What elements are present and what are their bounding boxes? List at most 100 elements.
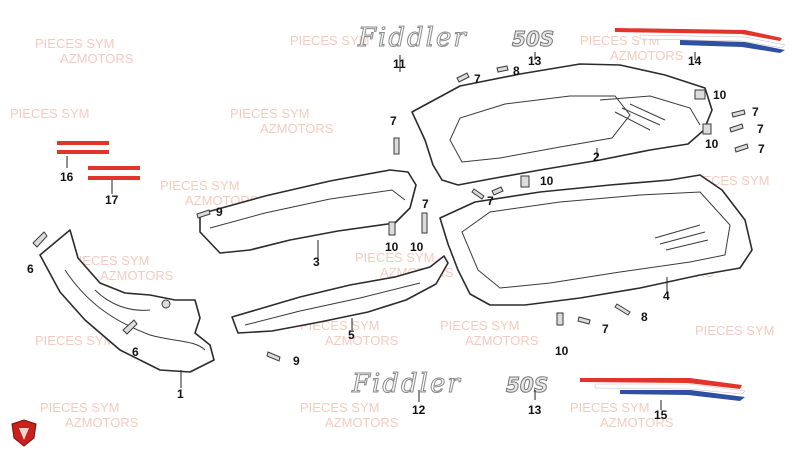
watermark-text: PIECES SYM: [440, 318, 519, 333]
callout-label: 8: [513, 64, 520, 78]
clip-icon: [556, 312, 564, 326]
stripe-decal-15: [580, 378, 746, 401]
red-strip-17b: [88, 176, 140, 180]
watermark-text: PIECES SYM: [580, 33, 659, 48]
screw-icon: [266, 351, 281, 362]
screw-icon: [614, 303, 631, 316]
callout-label: 4: [663, 289, 670, 303]
screw-icon: [734, 143, 749, 153]
watermark-text: AZMOTORS: [610, 48, 684, 63]
callout-label: 11: [393, 57, 406, 71]
watermark-text: PIECES SYM: [355, 250, 434, 265]
callout-label: 7: [757, 122, 764, 136]
reflector-strips: [57, 141, 140, 180]
callout-label: 3: [313, 255, 320, 269]
logo-decal-bottom: Fiddler 50S: [351, 369, 549, 400]
part-2-rear-body-cover: [411, 63, 713, 186]
clip-icon: [520, 175, 530, 188]
watermark-text: PIECES SYM: [40, 400, 119, 415]
watermark-text: PIECES SYM: [300, 400, 379, 415]
watermark-text: AZMOTORS: [325, 415, 399, 430]
callout-label: 6: [27, 262, 34, 276]
callout-label: 7: [422, 197, 429, 211]
callout-label: 17: [105, 193, 119, 207]
callout-label: 7: [390, 114, 397, 128]
clip-icon: [702, 123, 712, 135]
stripe-decal-14: [615, 28, 786, 53]
watermark-text: AZMOTORS: [65, 415, 139, 430]
logo-decal-variant-top: 50S: [512, 27, 554, 51]
callout-label: 13: [528, 54, 542, 68]
brand-shield-icon: [11, 419, 37, 447]
callout-label: 16: [60, 170, 74, 184]
screw-icon: [196, 209, 211, 219]
callout-labels: 1 2 3 4 5 6 6 7 7 7 7 7 7 7 7 8 8 9 9 10…: [27, 54, 765, 422]
logo-decal-variant-bottom: 50S: [506, 373, 548, 397]
red-strip-17a: [88, 166, 140, 170]
callout-label: 9: [293, 354, 300, 368]
clip-icon: [471, 188, 485, 200]
clip-icon: [491, 186, 504, 196]
watermark-text: PIECES SYM: [10, 106, 89, 121]
leader-lines: [66, 52, 696, 410]
callout-label: 2: [593, 150, 600, 164]
watermark-text: AZMOTORS: [100, 268, 174, 283]
watermark-text: PIECES SYM: [230, 106, 309, 121]
callout-label: 10: [555, 344, 569, 358]
watermark-text: PIECES SYM: [695, 323, 774, 338]
callout-label: 7: [474, 72, 481, 86]
callout-label: 7: [487, 194, 494, 208]
callout-label: 10: [705, 137, 719, 151]
part-4-rear-lower-panel: [439, 174, 753, 306]
watermark-text: AZMOTORS: [600, 415, 674, 430]
callout-label: 10: [540, 174, 554, 188]
watermark-text: AZMOTORS: [465, 333, 539, 348]
callout-label: 10: [385, 240, 399, 254]
logo-decal-model-top: Fiddler: [357, 23, 468, 53]
watermark-text: AZMOTORS: [60, 51, 134, 66]
hardware-fasteners: [32, 65, 749, 362]
screw-icon: [122, 319, 138, 335]
callout-label: 10: [713, 88, 727, 102]
screw-icon: [421, 212, 428, 234]
clip-icon: [388, 221, 396, 236]
watermark-text: PIECES SYM: [570, 400, 649, 415]
watermark-text: PIECES SYM: [70, 253, 149, 268]
callout-label: 12: [412, 403, 426, 417]
watermark-text: PIECES SYM: [160, 178, 239, 193]
red-strip-16a: [57, 141, 109, 145]
clip-icon: [694, 89, 706, 100]
part-5-floor-panel: [231, 255, 449, 334]
watermark-text: PIECES SYM: [35, 333, 114, 348]
callout-label: 10: [410, 240, 424, 254]
callout-label: 13: [528, 403, 542, 417]
part-1-front-lower-cover: [39, 229, 215, 373]
callout-label: 7: [758, 142, 765, 156]
callout-label: 6: [132, 345, 139, 359]
screw-icon: [393, 137, 400, 155]
callout-label: 7: [752, 105, 759, 119]
screw-icon: [731, 109, 746, 118]
callout-label: 14: [688, 54, 702, 68]
logo-decal-top: Fiddler 50S: [357, 23, 555, 54]
red-strip-16b: [57, 150, 109, 154]
screw-icon: [729, 123, 744, 133]
callout-label: 1: [177, 387, 184, 401]
watermark-text: PIECES SYM: [35, 36, 114, 51]
callout-label: 5: [348, 328, 355, 342]
callout-label: 15: [654, 408, 668, 422]
clip-icon: [456, 72, 470, 83]
screw-icon: [32, 231, 48, 248]
watermark-text: AZMOTORS: [260, 121, 334, 136]
logo-decal-model-bottom: Fiddler: [351, 369, 462, 399]
watermark-text: AZMOTORS: [325, 333, 399, 348]
watermark-text: PIECES SYM: [290, 33, 369, 48]
callout-label: 9: [216, 205, 223, 219]
callout-label: 7: [602, 322, 609, 336]
clip-icon: [496, 65, 509, 73]
clip-icon: [577, 316, 591, 325]
callout-label: 8: [641, 310, 648, 324]
part-3-side-panel-left: [199, 169, 417, 254]
